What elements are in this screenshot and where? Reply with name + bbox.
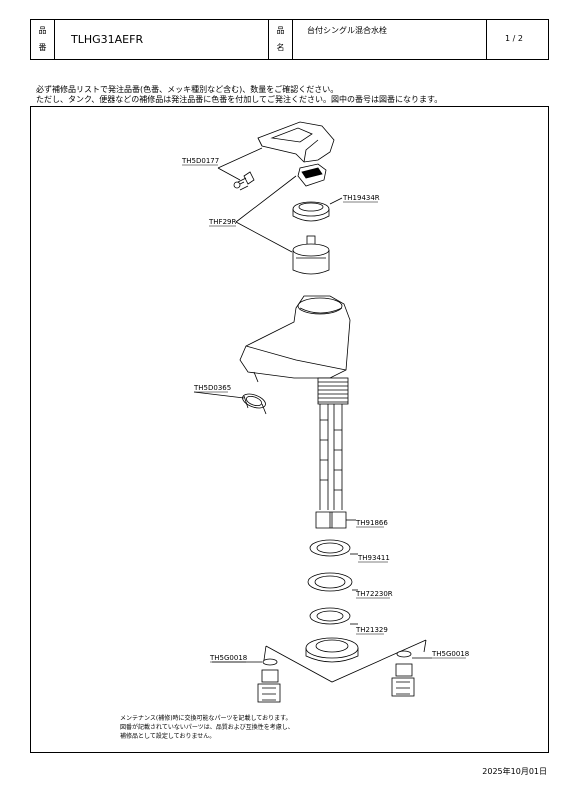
name-label-2: 名 xyxy=(276,43,285,52)
label-th19434r: TH19434R xyxy=(342,194,380,202)
product-name: 台付シングル混合水栓 xyxy=(307,26,387,35)
label-th21329: TH21329 xyxy=(355,626,388,634)
leader-th19434r xyxy=(329,197,343,205)
mounting-nut xyxy=(305,637,359,663)
left-check-valve xyxy=(257,658,281,703)
label-th5d0365: TH5D0365 xyxy=(193,384,231,392)
page-number: 1 / 2 xyxy=(505,34,523,43)
part-no-cell: TLHG31AEFR xyxy=(55,20,269,59)
washer-th21329 xyxy=(309,607,351,625)
name-label-1: 品 xyxy=(276,26,285,35)
mounting-plate-outline xyxy=(263,639,427,683)
faucet-body xyxy=(239,295,351,383)
part-no-label-2: 番 xyxy=(38,43,47,52)
threaded-shank xyxy=(317,377,349,405)
label-th5g0018-right: TH5G0018 xyxy=(431,650,469,658)
leader-th5d0177 xyxy=(217,147,263,181)
label-th5g0018-left: TH5G0018 xyxy=(209,654,247,662)
cap-nut-part xyxy=(292,201,330,222)
label-underlines xyxy=(182,164,466,663)
label-th72230r: TH72230R xyxy=(355,590,393,598)
screw-part xyxy=(233,171,255,191)
maintenance-note-2: 図番が記載されていないパーツは、品質および互換性を考慮し、 xyxy=(120,723,294,731)
label-th93411: TH93411 xyxy=(357,554,390,562)
leader-th5d0365 xyxy=(193,391,245,399)
leader-thf29r xyxy=(235,175,297,253)
page-cell: 1 / 2 xyxy=(487,20,548,59)
label-thf29r: THF29R xyxy=(208,218,236,226)
cartridge-part xyxy=(292,235,330,275)
header-table: 品 番 TLHG31AEFR 品 名 台付シングル混合水栓 1 / 2 xyxy=(30,19,549,60)
part-no-label-cell: 品 番 xyxy=(31,20,55,59)
name-label-cell: 品 名 xyxy=(269,20,293,59)
maintenance-note-1: メンテナンス(補修)時に交換可能なパーツを記載しております。 xyxy=(120,714,291,722)
part-number: TLHG31AEFR xyxy=(71,33,144,46)
label-th91866: TH91866 xyxy=(355,519,388,527)
label-th5d0177: TH5D0177 xyxy=(181,157,219,165)
maintenance-note-3: 補修品として設定しておりません。 xyxy=(120,732,215,740)
name-cell: 台付シングル混合水栓 xyxy=(293,20,487,59)
exploded-diagram-frame xyxy=(30,106,549,753)
right-check-valve xyxy=(391,650,415,697)
issue-date: 2025年10月01日 xyxy=(482,767,547,776)
washer-th93411 xyxy=(309,539,351,557)
lever-handle xyxy=(257,121,335,163)
note-line-2: ただし、タンク、便器などの補修品は発注品番に色番を付加してご発注ください。図中の… xyxy=(36,95,443,104)
note-line-1: 必ず補修品リストで発注品番(色番、メッキ種別など含む)、数量をご確認ください。 xyxy=(36,85,339,94)
supply-hoses xyxy=(315,404,347,529)
aerator-part xyxy=(242,393,267,415)
handle-adapter xyxy=(297,163,327,187)
ring-th72230r xyxy=(307,572,353,592)
part-no-label-1: 品 xyxy=(38,26,47,35)
